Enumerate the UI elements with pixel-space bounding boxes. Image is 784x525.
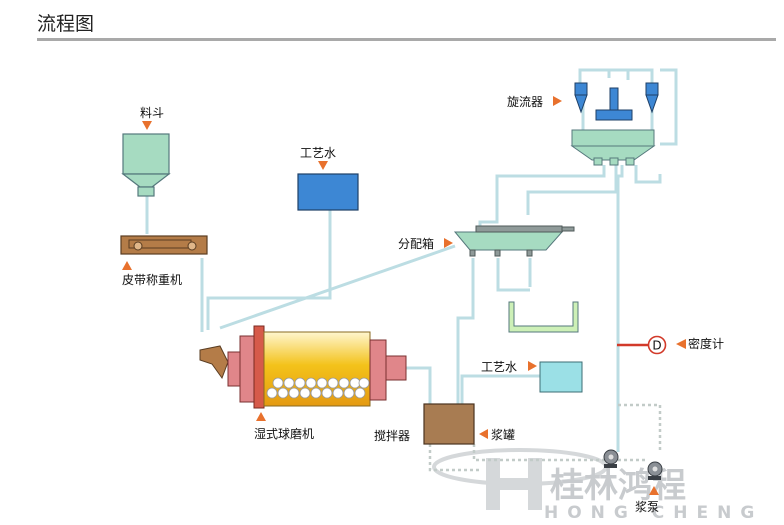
- density-meter: D 密度计: [617, 335, 724, 355]
- pipe-cyclone-to-distribution-2: [526, 165, 618, 215]
- slurry-tank-arrow-icon: [479, 429, 488, 439]
- pipe-cyclone-top: [578, 68, 654, 130]
- ball-mill-label: 湿式球磨机: [254, 426, 314, 441]
- slurry-pump-arrow-icon: [649, 486, 659, 495]
- distribution-box-arrow-icon: [444, 238, 453, 248]
- cyclone-label: 旋流器: [507, 95, 543, 109]
- belt-scale-label: 皮带称重机: [122, 273, 182, 287]
- hopper: 料斗: [121, 106, 171, 197]
- pipe-agitator-to-distribution: [456, 258, 475, 404]
- pipe-water2-to-agitator: [460, 374, 540, 404]
- launder: [508, 301, 579, 333]
- pipe-water-to-mill: [206, 210, 332, 330]
- slurry-pumps: 浆泵: [603, 449, 663, 514]
- process-water-tank-top: 工艺水: [297, 146, 359, 211]
- pump-icon: [603, 449, 619, 468]
- pump-icon: [647, 461, 663, 480]
- cyclone-station: 旋流器: [507, 82, 659, 166]
- page-title: 流程图: [37, 13, 95, 35]
- watermark: 桂林鸿程 HONG CHENG: [432, 448, 763, 523]
- hopper-label: 料斗: [140, 106, 164, 120]
- slurry-pump-label: 浆泵: [635, 499, 659, 514]
- pipe-overflow-right: [660, 68, 678, 146]
- agitator-tank: 搅拌器 浆罐: [374, 403, 515, 445]
- ball-mill-arrow-icon: [256, 412, 266, 421]
- density-meter-label: 密度计: [688, 336, 724, 351]
- watermark-en: HONG CHENG: [544, 503, 763, 523]
- pipe-distribution-to-mill: [219, 244, 456, 330]
- mill-balls: [266, 377, 370, 399]
- process-water-tank-bottom: 工艺水: [481, 360, 583, 393]
- watermark-cn: 桂林鸿程: [550, 466, 686, 506]
- pipe-distribution-drop: [496, 258, 530, 292]
- process-water-bottom-arrow-icon: [528, 361, 537, 371]
- pipe-pump-loop: [428, 403, 662, 472]
- process-water-bottom-label: 工艺水: [481, 360, 517, 374]
- density-meter-arrow-icon: [676, 339, 686, 349]
- pipe-cyclone-overflow: [634, 165, 662, 184]
- distribution-box: 分配箱: [398, 225, 575, 257]
- process-water-top-arrow-icon: [318, 161, 328, 170]
- pipe-cyclone-down: [616, 165, 624, 452]
- pipe-cyclone-to-distribution: [478, 165, 606, 228]
- wet-ball-mill: 湿式球磨机: [199, 325, 407, 441]
- distribution-box-label: 分配箱: [398, 236, 434, 251]
- agitator-label: 搅拌器: [374, 428, 410, 443]
- density-meter-symbol: D: [652, 339, 661, 353]
- belt-scale: 皮带称重机: [120, 235, 208, 287]
- process-water-top-label: 工艺水: [300, 146, 336, 160]
- belt-scale-arrow-icon: [122, 261, 132, 270]
- cyclone-arrow-icon: [553, 96, 562, 106]
- pipes: [145, 68, 678, 452]
- pipe-mill-to-agitator: [406, 366, 432, 404]
- hopper-arrow-icon: [142, 121, 152, 130]
- slurry-tank-label: 浆罐: [491, 427, 515, 442]
- title-rule: [37, 38, 776, 41]
